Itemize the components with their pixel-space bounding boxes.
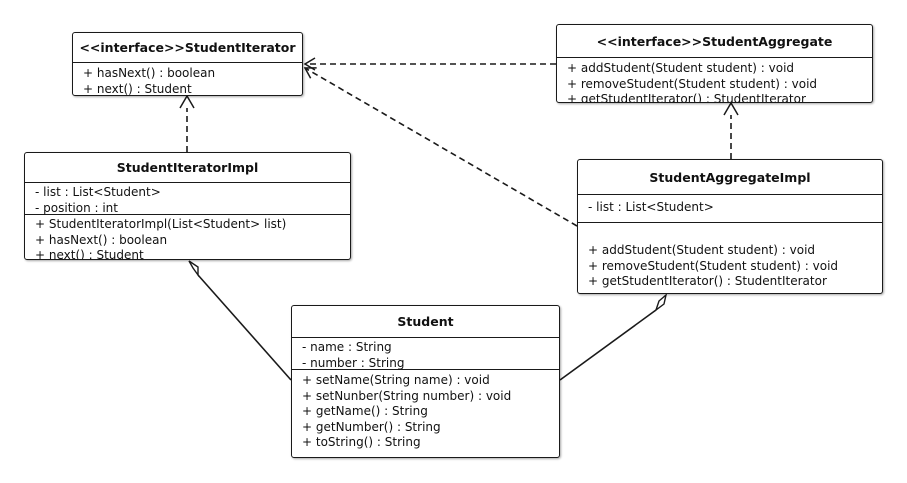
class-box-student-aggregate-impl[interactable]: StudentAggregateImpl - list : List<Stude… <box>577 159 883 294</box>
realization-aggregate-impl-to-aggregate <box>723 101 739 159</box>
operation: + getName() : String <box>302 404 428 418</box>
class-name: StudentIteratorImpl <box>25 153 350 183</box>
class-box-student-aggregate[interactable]: <<interface>>StudentAggregate + addStude… <box>556 24 873 103</box>
class-name: Student <box>292 306 559 338</box>
operations-compartment: + addStudent(Student student) : void + r… <box>578 223 882 290</box>
class-box-student[interactable]: Student - name : String - number : Strin… <box>291 305 560 458</box>
dependency-aggregate-impl-to-iterator <box>303 67 578 227</box>
class-name: StudentAggregateImpl <box>578 160 882 195</box>
class-name: <<interface>>StudentAggregate <box>557 25 872 58</box>
attributes-compartment: - name : String - number : String <box>292 338 559 370</box>
operation: + removeStudent(Student student) : void <box>567 76 818 91</box>
attribute: - list : List<Student> <box>588 200 714 214</box>
operations-compartment: + StudentIteratorImpl(List<Student> list… <box>25 215 350 260</box>
attribute: - name : String <box>302 340 392 354</box>
operation: + StudentIteratorImpl(List<Student> list… <box>35 217 287 231</box>
attribute: - position : int <box>35 200 118 215</box>
operations-compartment: + addStudent(Student student) : void + r… <box>557 58 872 103</box>
class-box-student-iterator-impl[interactable]: StudentIteratorImpl - list : List<Studen… <box>24 152 351 260</box>
aggregation-iterator-impl-student <box>188 260 292 381</box>
operation: + getNumber() : String <box>302 419 441 434</box>
operation: + removeStudent(Student student) : void <box>588 258 839 273</box>
attribute: - list : List<Student> <box>35 185 161 199</box>
operation: + getStudentIterator() : StudentIterator <box>567 92 806 103</box>
class-box-student-iterator[interactable]: <<interface>>StudentIterator + hasNext()… <box>72 32 303 96</box>
operations-compartment: + hasNext() : boolean + next() : Student <box>73 63 302 96</box>
operation: + next() : Student <box>83 81 192 96</box>
attributes-compartment: - list : List<Student> <box>578 195 882 223</box>
aggregation-aggregate-impl-student <box>559 293 668 381</box>
class-name: <<interface>>StudentIterator <box>73 33 302 63</box>
operation: + hasNext() : boolean <box>35 232 168 247</box>
operation: + setName(String name) : void <box>302 373 490 387</box>
operation: + addStudent(Student student) : void <box>588 243 816 257</box>
attribute: - number : String <box>302 355 405 370</box>
operation: + addStudent(Student student) : void <box>567 61 795 75</box>
realization-iterator-impl-to-iterator <box>179 94 195 152</box>
operations-compartment: + setName(String name) : void + setNunbe… <box>292 370 559 451</box>
operation: + getStudentIterator() : StudentIterator <box>588 274 827 288</box>
operation: + setNunber(String number) : void <box>302 388 512 403</box>
operation: + hasNext() : boolean <box>83 66 216 80</box>
operation: + next() : Student <box>35 248 144 260</box>
operation: + toString() : String <box>302 435 421 449</box>
attributes-compartment: - list : List<Student> - position : int <box>25 183 350 215</box>
